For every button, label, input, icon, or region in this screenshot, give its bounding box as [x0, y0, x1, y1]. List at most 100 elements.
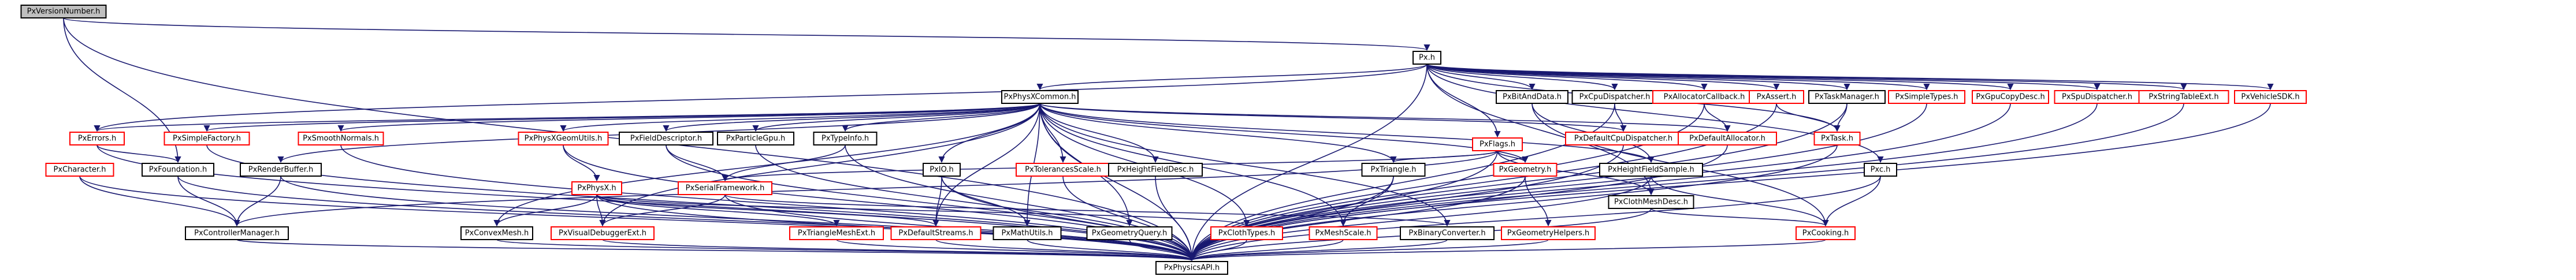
edge-PxIO-to-PxDefaultStreams — [932, 176, 942, 227]
node-PxVisualDebuggerExt[interactable]: PxVisualDebuggerExt.h — [551, 226, 655, 240]
node-PxStringTableExt[interactable]: PxStringTableExt.h — [2138, 90, 2229, 104]
node-label: PxPhysXCommon.h — [1004, 93, 1076, 102]
node-PxFoundation[interactable]: PxFoundation.h — [142, 163, 214, 177]
node-PxAssert[interactable]: PxAssert.h — [1749, 90, 1804, 104]
node-Pxc[interactable]: Pxc.h — [1864, 163, 1897, 177]
node-box — [163, 132, 250, 145]
edge-PxFlags-to-PxPhysicsAPI — [1188, 150, 1498, 262]
edge-Pxc-to-PxCooking — [1822, 176, 1881, 227]
node-PxControllerManager[interactable]: PxControllerManager.h — [185, 226, 289, 240]
edge-PxPhysXCommon-to-PxSmoothNormals — [337, 103, 1040, 132]
node-PxIO[interactable]: PxIO.h — [923, 163, 961, 177]
node-PxErrors[interactable]: PxErrors.h — [69, 132, 125, 145]
node-PxDefaultStreams[interactable]: PxDefaultStreams.h — [890, 226, 982, 240]
edge-PxHeightFieldSample-to-PxCooking — [1651, 176, 1829, 227]
edge-PxPhysXCommon-to-PxParticleGpu — [752, 103, 1040, 132]
node-PxFieldDescriptor[interactable]: PxFieldDescriptor.h — [619, 132, 713, 145]
node-PxTriangle[interactable]: PxTriangle.h — [1361, 163, 1426, 177]
node-PxMeshScale[interactable]: PxMeshScale.h — [1309, 226, 1378, 240]
node-PxPhysicsAPI[interactable]: PxPhysicsAPI.h — [1155, 261, 1228, 275]
node-label: PxHeightFieldDesc.h — [1117, 166, 1194, 174]
node-PxPhysXGeomUtils[interactable]: PxPhysXGeomUtils.h — [518, 132, 609, 145]
node-PxGeometryHelpers[interactable]: PxGeometryHelpers.h — [1501, 226, 1596, 240]
node-box — [69, 132, 125, 145]
node-label: PxStringTableExt.h — [2148, 93, 2218, 102]
node-PxHeightFieldSample[interactable]: PxHeightFieldSample.h — [1599, 163, 1703, 177]
node-PxTolerancesScale[interactable]: PxTolerancesScale.h — [1016, 163, 1110, 177]
edge-PxSmoothNormals-to-PxPhysicsAPI — [340, 144, 1195, 262]
node-PxCooking[interactable]: PxCooking.h — [1796, 226, 1856, 240]
node-label: PxSimpleTypes.h — [1895, 93, 1958, 102]
node-label: PxVehicleSDK.h — [2241, 93, 2299, 102]
node-PxDefaultCpuDispatcher[interactable]: PxDefaultCpuDispatcher.h — [1565, 132, 1682, 145]
node-box — [1608, 195, 1694, 209]
edge-PxDefaultStreams-to-PxPhysicsAPI — [935, 239, 1195, 262]
node-PxGeometry[interactable]: PxGeometry.h — [1493, 163, 1558, 177]
node-PxClothMeshDesc[interactable]: PxClothMeshDesc.h — [1608, 195, 1694, 209]
node-PxRenderBuffer[interactable]: PxRenderBuffer.h — [240, 163, 322, 177]
edge-PxPhysX-to-PxClothTypes — [596, 194, 1250, 227]
node-PxBinaryConverter[interactable]: PxBinaryConverter.h — [1400, 226, 1495, 240]
node-PxPhysXCommon[interactable]: PxPhysXCommon.h — [1001, 90, 1079, 104]
node-PxHeightFieldDesc[interactable]: PxHeightFieldDesc.h — [1108, 163, 1203, 177]
node-label: PxSmoothNormals.h — [303, 135, 379, 143]
node-label: PxTaskManager.h — [1815, 93, 1879, 102]
edge-PxFlags-to-PxGeometry — [1497, 150, 1529, 163]
node-PxSerialFramework[interactable]: PxSerialFramework.h — [678, 181, 772, 195]
node-label: PxTypeInfo.h — [822, 135, 869, 143]
node-box — [518, 132, 609, 145]
node-Px[interactable]: Px.h — [1412, 51, 1441, 65]
edge-PxSerialFramework-to-PxVisualDebuggerExt — [599, 194, 726, 227]
node-label: PxTriangle.h — [1371, 166, 1417, 174]
edge-PxPhysX-to-PxDefaultStreams — [596, 194, 939, 227]
node-label: PxDefaultCpuDispatcher.h — [1574, 135, 1672, 143]
node-PxCharacter[interactable]: PxCharacter.h — [45, 163, 114, 177]
node-label: PxPhysicsAPI.h — [1164, 264, 1220, 272]
edge-PxCooking-to-PxPhysicsAPI — [1189, 239, 1826, 262]
node-PxSimpleTypes[interactable]: PxSimpleTypes.h — [1888, 90, 1965, 104]
edge-Px-to-PxBitAndData — [1426, 64, 1536, 91]
edge-PxPhysX-to-PxTriangleMeshExt — [596, 194, 840, 227]
node-PxVehicleSDK[interactable]: PxVehicleSDK.h — [2234, 90, 2307, 104]
node-PxSpuDispatcher[interactable]: PxSpuDispatcher.h — [2054, 90, 2140, 104]
node-PxTaskManager[interactable]: PxTaskManager.h — [1808, 90, 1886, 104]
edge-PxBinaryConverter-to-PxPhysicsAPI — [1188, 239, 1448, 262]
edge-PxPhysXGeomUtils-to-PxPhysX — [563, 144, 600, 182]
edge-PxIO-to-PxPhysicsAPI — [941, 176, 1195, 262]
node-label: PxAssert.h — [1757, 93, 1797, 102]
edge-Px-to-PxCpuDispatcher — [1426, 64, 1618, 91]
node-PxTriangleMeshExt[interactable]: PxTriangleMeshExt.h — [789, 226, 884, 240]
node-box — [678, 181, 772, 195]
node-PxCpuDispatcher[interactable]: PxCpuDispatcher.h — [1571, 90, 1658, 104]
node-PxSmoothNormals[interactable]: PxSmoothNormals.h — [298, 132, 384, 145]
node-box — [1309, 226, 1378, 240]
node-PxParticleGpu[interactable]: PxParticleGpu.h — [717, 132, 794, 145]
node-label: PxClothMeshDesc.h — [1614, 198, 1688, 207]
node-label: PxSerialFramework.h — [686, 184, 765, 193]
node-box — [551, 226, 655, 240]
node-label: PxSpuDispatcher.h — [2062, 93, 2132, 102]
node-box — [1086, 226, 1173, 240]
edge-PxPhysXGeomUtils-to-PxPhysicsAPI — [563, 144, 1195, 262]
node-PxPhysX[interactable]: PxPhysX.h — [571, 181, 622, 195]
node-PxDefaultAllocator[interactable]: PxDefaultAllocator.h — [1678, 132, 1777, 145]
node-PxBitAndData[interactable]: PxBitAndData.h — [1496, 90, 1568, 104]
node-box — [890, 226, 982, 240]
node-PxFlags[interactable]: PxFlags.h — [1472, 137, 1523, 151]
node-label: PxPhysXGeomUtils.h — [525, 135, 603, 143]
edge-Px-to-PxPhysicsAPI — [1188, 64, 1428, 262]
node-PxAllocatorCallback[interactable]: PxAllocatorCallback.h — [1652, 90, 1756, 104]
node-PxSimpleFactory[interactable]: PxSimpleFactory.h — [163, 132, 250, 145]
node-label: PxDefaultAllocator.h — [1689, 135, 1765, 143]
node-PxGeometryQuery[interactable]: PxGeometryQuery.h — [1086, 226, 1173, 240]
node-PxConvexMesh[interactable]: PxConvexMesh.h — [460, 226, 533, 240]
edge-PxPhysXCommon-to-PxTriangle — [1039, 103, 1397, 163]
node-PxTypeInfo[interactable]: PxTypeInfo.h — [813, 132, 878, 145]
node-label: PxFieldDescriptor.h — [630, 135, 702, 143]
node-PxTask[interactable]: PxTask.h — [1813, 132, 1861, 145]
node-PxClothTypes[interactable]: PxClothTypes.h — [1210, 226, 1283, 240]
node-PxGpuCopyDesc[interactable]: PxGpuCopyDesc.h — [1972, 90, 2049, 104]
edge-PxPhysXCommon-to-PxGeometry — [1039, 103, 1529, 163]
node-PxMathUtils[interactable]: PxMathUtils.h — [993, 226, 1062, 240]
